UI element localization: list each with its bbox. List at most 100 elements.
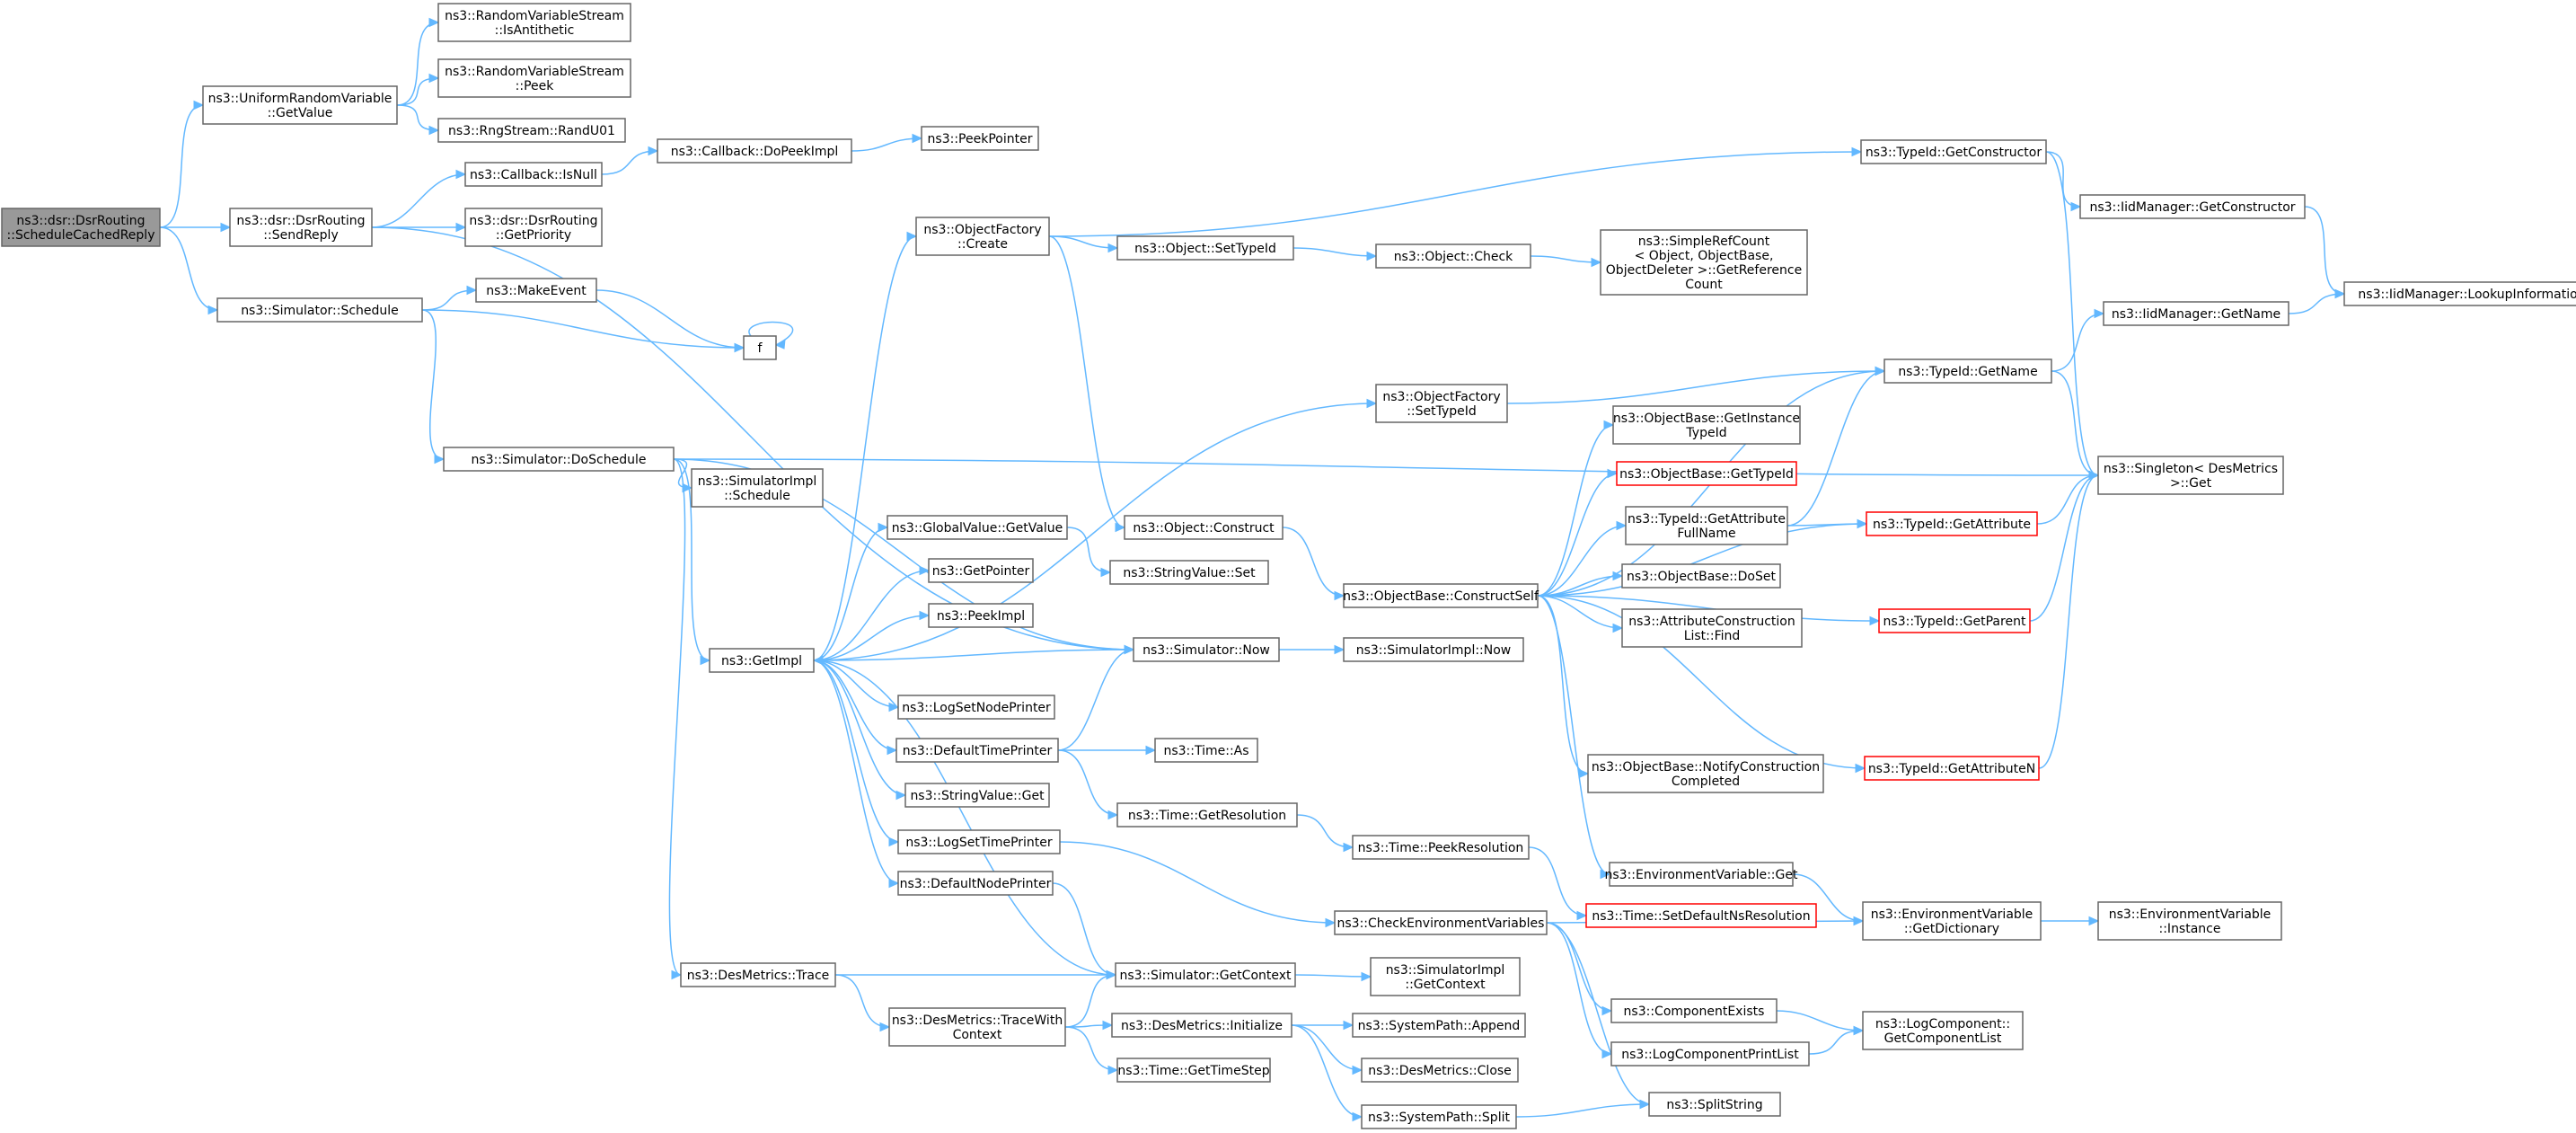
node-root[interactable]: ns3::dsr::DsrRouting::ScheduleCachedRepl… — [1, 208, 161, 247]
node-label-line: < Object, ObjectBase, — [1635, 249, 1774, 263]
node-sv-set[interactable]: ns3::StringValue::Set — [1109, 560, 1269, 585]
node-sp-split[interactable]: ns3::SystemPath::Split — [1361, 1104, 1517, 1129]
node-urv[interactable]: ns3::UniformRandomVariable::GetValue — [202, 85, 398, 125]
node-ob-notify[interactable]: ns3::ObjectBase::NotifyConstructionCompl… — [1587, 754, 1824, 793]
node-iid-getctor[interactable]: ns3::IidManager::GetConstructor — [2079, 194, 2306, 219]
node-tid-getname[interactable]: ns3::TypeId::GetName — [1883, 358, 2052, 384]
node-objfac-settid[interactable]: ns3::ObjectFactory::SetTypeId — [1375, 384, 1508, 423]
edge-sim_sched-to-f — [421, 309, 745, 353]
node-label-line: ns3::IidManager::LookupInformation — [2358, 288, 2576, 302]
node-tid-getattrn[interactable]: ns3::TypeId::GetAttributeN — [1864, 756, 2040, 781]
node-ob-gettid[interactable]: ns3::ObjectBase::GetTypeId — [1616, 461, 1797, 486]
node-simimpl-sched[interactable]: ns3::SimulatorImpl::Schedule — [691, 468, 824, 508]
node-sim-dosched[interactable]: ns3::Simulator::DoSchedule — [443, 447, 675, 472]
node-envvar-inst[interactable]: ns3::EnvironmentVariable::Instance — [2097, 901, 2282, 941]
node-getpointer[interactable]: ns3::GetPointer — [928, 558, 1034, 583]
node-simimpl-getctx[interactable]: ns3::SimulatorImpl::GetContext — [1370, 957, 1521, 996]
node-time-peekres[interactable]: ns3::Time::PeekResolution — [1352, 835, 1530, 860]
node-label-line: TypeId — [1685, 426, 1726, 440]
node-obj-construct[interactable]: ns3::Object::Construct — [1124, 515, 1284, 540]
edge-dm_trace-to-sim_getctx — [835, 969, 1117, 980]
node-envvar-get[interactable]: ns3::EnvironmentVariable::Get — [1605, 862, 1798, 887]
node-makeevent[interactable]: ns3::MakeEvent — [475, 278, 597, 303]
node-iid-getname[interactable]: ns3::IidManager::GetName — [2103, 301, 2289, 326]
edge-getimpl-to-getpointer — [813, 565, 931, 661]
node-rvs-anti[interactable]: ns3::RandomVariableStream::IsAntithetic — [437, 3, 631, 42]
node-compexists[interactable]: ns3::ComponentExists — [1610, 998, 1778, 1023]
node-box — [1109, 560, 1269, 585]
edge-dm_init-to-sp_append — [1291, 1020, 1354, 1031]
node-iid-lookup[interactable]: ns3::IidManager::LookupInformation — [2343, 281, 2576, 306]
node-box — [1116, 802, 1298, 828]
node-sp-append[interactable]: ns3::SystemPath::Append — [1352, 1013, 1526, 1038]
node-f[interactable]: f — [743, 335, 777, 360]
node-box — [216, 297, 423, 323]
node-dm-trace[interactable]: ns3::DesMetrics::Trace — [680, 962, 836, 987]
node-ob-cself[interactable]: ns3::ObjectBase::ConstructSelf — [1343, 583, 1539, 608]
node-simimpl-now[interactable]: ns3::SimulatorImpl::Now — [1343, 637, 1524, 662]
node-time-getres[interactable]: ns3::Time::GetResolution — [1116, 802, 1298, 828]
node-tid-getctor[interactable]: ns3::TypeId::GetConstructor — [1860, 139, 2047, 164]
node-logsetnp[interactable]: ns3::LogSetNodePrinter — [897, 695, 1055, 720]
edge-getimpl-to-logsettp — [813, 659, 900, 847]
edge-getimpl-to-sv_get — [813, 659, 907, 801]
edge-objfac_create-to-obj_settid — [1048, 235, 1119, 253]
node-obj-check[interactable]: ns3::Object::Check — [1375, 243, 1531, 269]
edge-ob_cself-to-envvar_get — [1537, 595, 1611, 880]
node-label-line: ::Peek — [516, 79, 555, 93]
node-sim-sched[interactable]: ns3::Simulator::Schedule — [216, 297, 423, 323]
node-label-line: Context — [953, 1028, 1002, 1042]
edge-dm_init-to-dm_close — [1291, 1024, 1363, 1075]
node-gv-getvalue[interactable]: ns3::GlobalValue::GetValue — [887, 515, 1068, 540]
node-time-getstep[interactable]: ns3::Time::GetTimeStep — [1116, 1058, 1271, 1083]
node-time-setdef[interactable]: ns3::Time::SetDefaultNsResolution — [1585, 903, 1817, 928]
node-dm-close[interactable]: ns3::DesMetrics::Close — [1361, 1058, 1519, 1083]
edge-root-to-urv — [159, 100, 205, 228]
node-logcomp-print[interactable]: ns3::LogComponentPrintList — [1610, 1041, 1810, 1067]
edge-tid_getattrn-to-singleton — [2038, 470, 2100, 769]
node-sim-getctx[interactable]: ns3::Simulator::GetContext — [1115, 962, 1296, 987]
node-tid-getparent[interactable]: ns3::TypeId::GetParent — [1878, 608, 2031, 633]
node-dm-init[interactable]: ns3::DesMetrics::Initialize — [1111, 1013, 1292, 1038]
node-getprio[interactable]: ns3::dsr::DsrRouting::GetPriority — [464, 208, 603, 247]
edge-cb_isnull-to-cb_dopeek — [601, 146, 659, 175]
node-srefcount[interactable]: ns3::SimpleRefCount< Object, ObjectBase,… — [1600, 229, 1808, 296]
node-ob-doset[interactable]: ns3::ObjectBase::DoSet — [1621, 563, 1781, 589]
node-envvar-dict[interactable]: ns3::EnvironmentVariable::GetDictionary — [1862, 901, 2042, 941]
node-label-line: ::Instance — [2159, 922, 2221, 936]
edge-dm_tracewc-to-sim_getctx — [1064, 969, 1117, 1028]
node-cb-dopeek[interactable]: ns3::Callback::DoPeekImpl — [657, 138, 852, 164]
node-sendreply[interactable]: ns3::dsr::DsrRouting::SendReply — [229, 208, 373, 247]
node-box — [1, 208, 161, 247]
node-label-line: ns3::DefaultTimePrinter — [903, 744, 1053, 758]
node-objfac-create[interactable]: ns3::ObjectFactory::Create — [915, 217, 1050, 256]
node-sim-now[interactable]: ns3::Simulator::Now — [1133, 637, 1280, 662]
node-peekimpl[interactable]: ns3::PeekImpl — [928, 603, 1034, 628]
node-tid-getattr[interactable]: ns3::TypeId::GetAttribute — [1866, 511, 2038, 536]
node-getimpl[interactable]: ns3::GetImpl — [709, 648, 815, 673]
node-cb-isnull[interactable]: ns3::Callback::IsNull — [464, 162, 603, 187]
node-box — [202, 85, 398, 125]
node-obj-settid[interactable]: ns3::Object::SetTypeId — [1116, 235, 1294, 261]
node-singleton[interactable]: ns3::Singleton< DesMetrics >::Get — [2097, 456, 2284, 495]
node-label-line: ns3::dsr::DsrRouting — [236, 214, 365, 228]
node-rng[interactable]: ns3::RngStream::RandU01 — [437, 118, 626, 143]
node-logsettp[interactable]: ns3::LogSetTimePrinter — [897, 829, 1061, 854]
node-deftp[interactable]: ns3::DefaultTimePrinter — [895, 738, 1059, 763]
node-time-as[interactable]: ns3::Time::As — [1154, 738, 1258, 763]
node-peekptr[interactable]: ns3::PeekPointer — [921, 126, 1039, 151]
node-sv-get[interactable]: ns3::StringValue::Get — [904, 783, 1050, 808]
node-label-line: ns3::Simulator::DoSchedule — [472, 453, 647, 467]
node-logcomp-list[interactable]: ns3::LogComponent::GetComponentList — [1862, 1011, 2024, 1050]
node-label-line: GetComponentList — [1884, 1031, 2002, 1046]
node-splitstring[interactable]: ns3::SplitString — [1648, 1092, 1781, 1117]
node-defnp[interactable]: ns3::DefaultNodePrinter — [897, 871, 1054, 896]
node-checkenv[interactable]: ns3::CheckEnvironmentVariables — [1334, 910, 1548, 935]
node-label-line: ns3::IidManager::GetConstructor — [2089, 200, 2295, 215]
node-box — [895, 738, 1059, 763]
node-rvs-peek[interactable]: ns3::RandomVariableStream::Peek — [437, 58, 631, 98]
